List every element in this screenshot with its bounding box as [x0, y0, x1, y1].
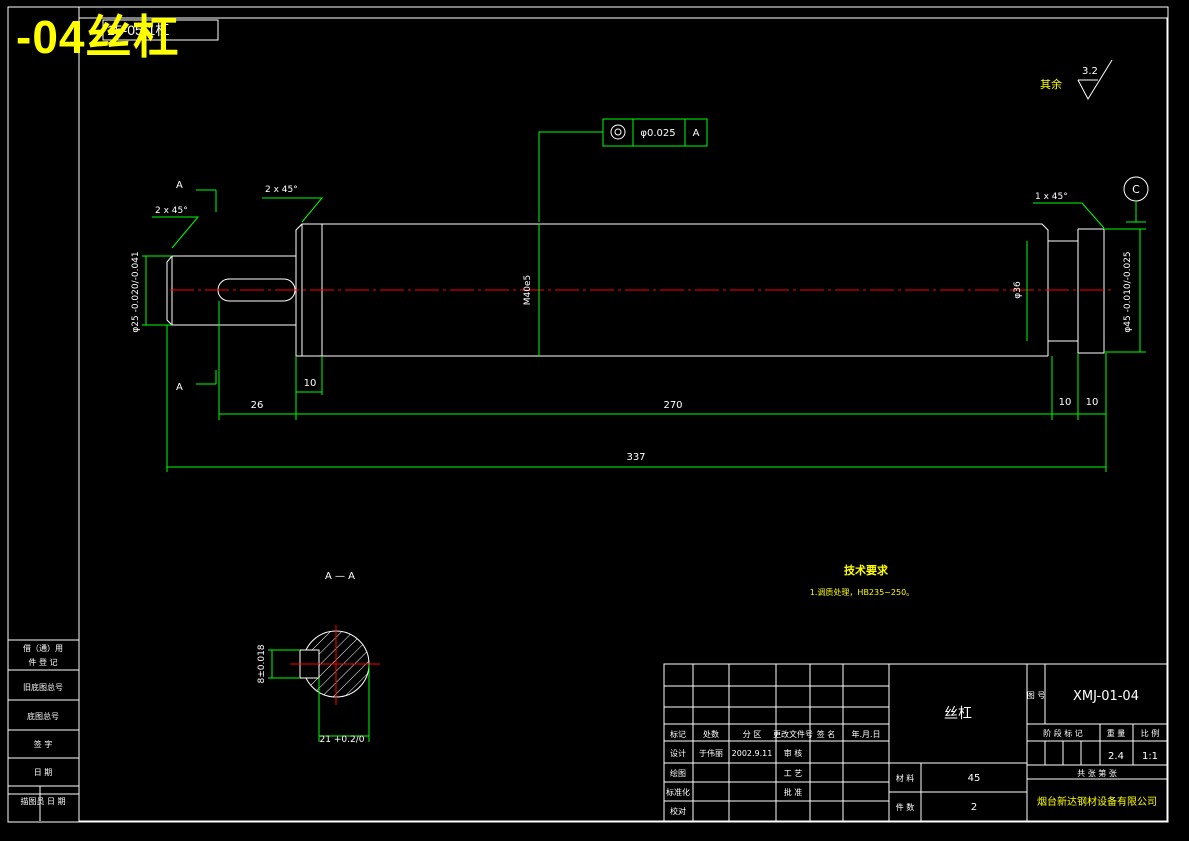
- dim-10-a: 10: [1059, 397, 1072, 408]
- roughness-symbol: 其余 3.2: [1040, 59, 1113, 101]
- design-date: 2002.9.11: [732, 749, 773, 758]
- drawing-code-faint: 15-05-1杠: [107, 22, 170, 38]
- material-label: 材 料: [896, 773, 915, 783]
- draw-label: 绘图: [670, 768, 686, 778]
- outer-frame: [7, 6, 1169, 823]
- strip-cell-1: 借（通）用: [23, 643, 63, 653]
- chamfer-shoulder-label: 2 x 45°: [265, 185, 298, 195]
- hdr-date: 年.月.日: [851, 729, 880, 739]
- section-view: A — A 8±0.018 21 +0.2/0: [257, 571, 380, 745]
- drawing-no: XMJ-01-04: [1073, 689, 1139, 704]
- chamfer-right-end: 1 x 45°: [1033, 192, 1105, 229]
- tolerance-frame: φ0.025 A: [538, 118, 708, 222]
- sheets-label: 共 张 第 张: [1077, 768, 1117, 778]
- drawing-no-label: 图 号: [1027, 691, 1046, 700]
- scale-label: 比 例: [1141, 728, 1160, 738]
- strip-cell-4: 底图总号: [27, 711, 59, 721]
- strip-cell-2: 件 登 记: [28, 657, 57, 667]
- dim-diameter-middle: M40e5: [523, 224, 540, 356]
- title-block-headers: 标记 处数 分 区 更改文件号 签 名 年.月.日 设计 于伟丽 2002.9.…: [666, 729, 881, 816]
- standard-label: 标准化: [666, 787, 690, 797]
- datum-c-marker: C: [1123, 176, 1149, 223]
- diameter-middle-label: M40e5: [523, 275, 533, 305]
- top-code-box: [102, 19, 219, 41]
- review-label: 审 核: [784, 748, 803, 758]
- hdr-mark: 标记: [670, 729, 686, 739]
- horizontal-dims: [166, 301, 1107, 472]
- hdr-change-doc: 更改文件号: [773, 729, 813, 739]
- strip-cell-7: 描图员 日 期: [20, 796, 65, 806]
- hdr-zone: 分 区: [743, 730, 762, 739]
- chamfer-left-label: 2 x 45°: [155, 206, 188, 216]
- section-mark-bottom: A: [176, 370, 217, 393]
- section-depth: 21 +0.2/0: [320, 735, 365, 745]
- chamfer-right-label: 1 x 45°: [1035, 192, 1068, 202]
- dim-diameter-right: φ45 -0.010/-0.025: [1104, 228, 1146, 353]
- tolerance-datum: A: [693, 128, 700, 139]
- section-view-label: A — A: [325, 571, 355, 582]
- diameter-right-label: φ45 -0.010/-0.025: [1123, 251, 1133, 332]
- hdr-count: 处数: [703, 729, 719, 739]
- roughness-value: 3.2: [1082, 66, 1098, 77]
- scale-value: 1:1: [1142, 751, 1158, 762]
- dim-26: 26: [251, 400, 264, 411]
- drawing-title-overlay: -04丝杠: [16, 11, 180, 63]
- title-block: [663, 663, 1168, 822]
- hdr-sign: 签 名: [817, 729, 836, 739]
- strip-cell-3: 旧底图总号: [23, 682, 63, 692]
- section-mark-top-label: A: [176, 180, 183, 191]
- left-strip-table: [8, 639, 79, 821]
- diameter-right-inner-label: φ36: [1013, 281, 1023, 299]
- qty-value: 2: [971, 802, 977, 813]
- roughness-prefix: 其余: [1040, 77, 1062, 91]
- process-label: 工 艺: [784, 769, 803, 778]
- section-mark-bottom-label: A: [176, 382, 183, 393]
- check-label: 校对: [670, 806, 686, 816]
- section-key-width: 8±0.018: [257, 644, 267, 683]
- tech-req-heading: 技术要求: [844, 563, 889, 577]
- weight-label: 重 量: [1107, 728, 1126, 738]
- design-label: 设计: [670, 748, 686, 758]
- dim-10-b: 10: [1086, 397, 1099, 408]
- strip-cell-5: 签 字: [34, 739, 53, 749]
- strip-cell-6: 日 期: [34, 768, 53, 777]
- diameter-left-label: φ25 -0.020/-0.041: [131, 251, 141, 332]
- qty-label: 件 数: [896, 802, 915, 812]
- section-mark-top: A: [176, 180, 217, 212]
- weight-value: 2.4: [1108, 751, 1124, 762]
- dim-diameter-left: φ25 -0.020/-0.041: [131, 251, 172, 333]
- tolerance-value: φ0.025: [640, 128, 675, 139]
- stage-label: 阶 段 标 记: [1043, 728, 1083, 738]
- tech-req-line1: 1.调质处理，HB235~250。: [810, 587, 914, 597]
- part-name: 丝杠: [944, 706, 972, 722]
- company-name: 烟台新达钢材设备有限公司: [1037, 795, 1157, 808]
- dim-270: 270: [663, 400, 682, 411]
- dim-337: 337: [626, 452, 645, 463]
- dim-diameter-right-inner: φ36: [1013, 241, 1028, 341]
- chamfer-shoulder: 2 x 45°: [262, 185, 324, 223]
- chamfer-left-end: 2 x 45°: [152, 206, 200, 249]
- dim-10-left: 10: [304, 378, 317, 389]
- inner-frame: [78, 17, 1168, 822]
- designer-name: 于伟丽: [699, 748, 723, 758]
- approve-label: 批 准: [784, 787, 803, 797]
- datum-c-label: C: [1132, 183, 1140, 196]
- material-value: 45: [968, 773, 981, 784]
